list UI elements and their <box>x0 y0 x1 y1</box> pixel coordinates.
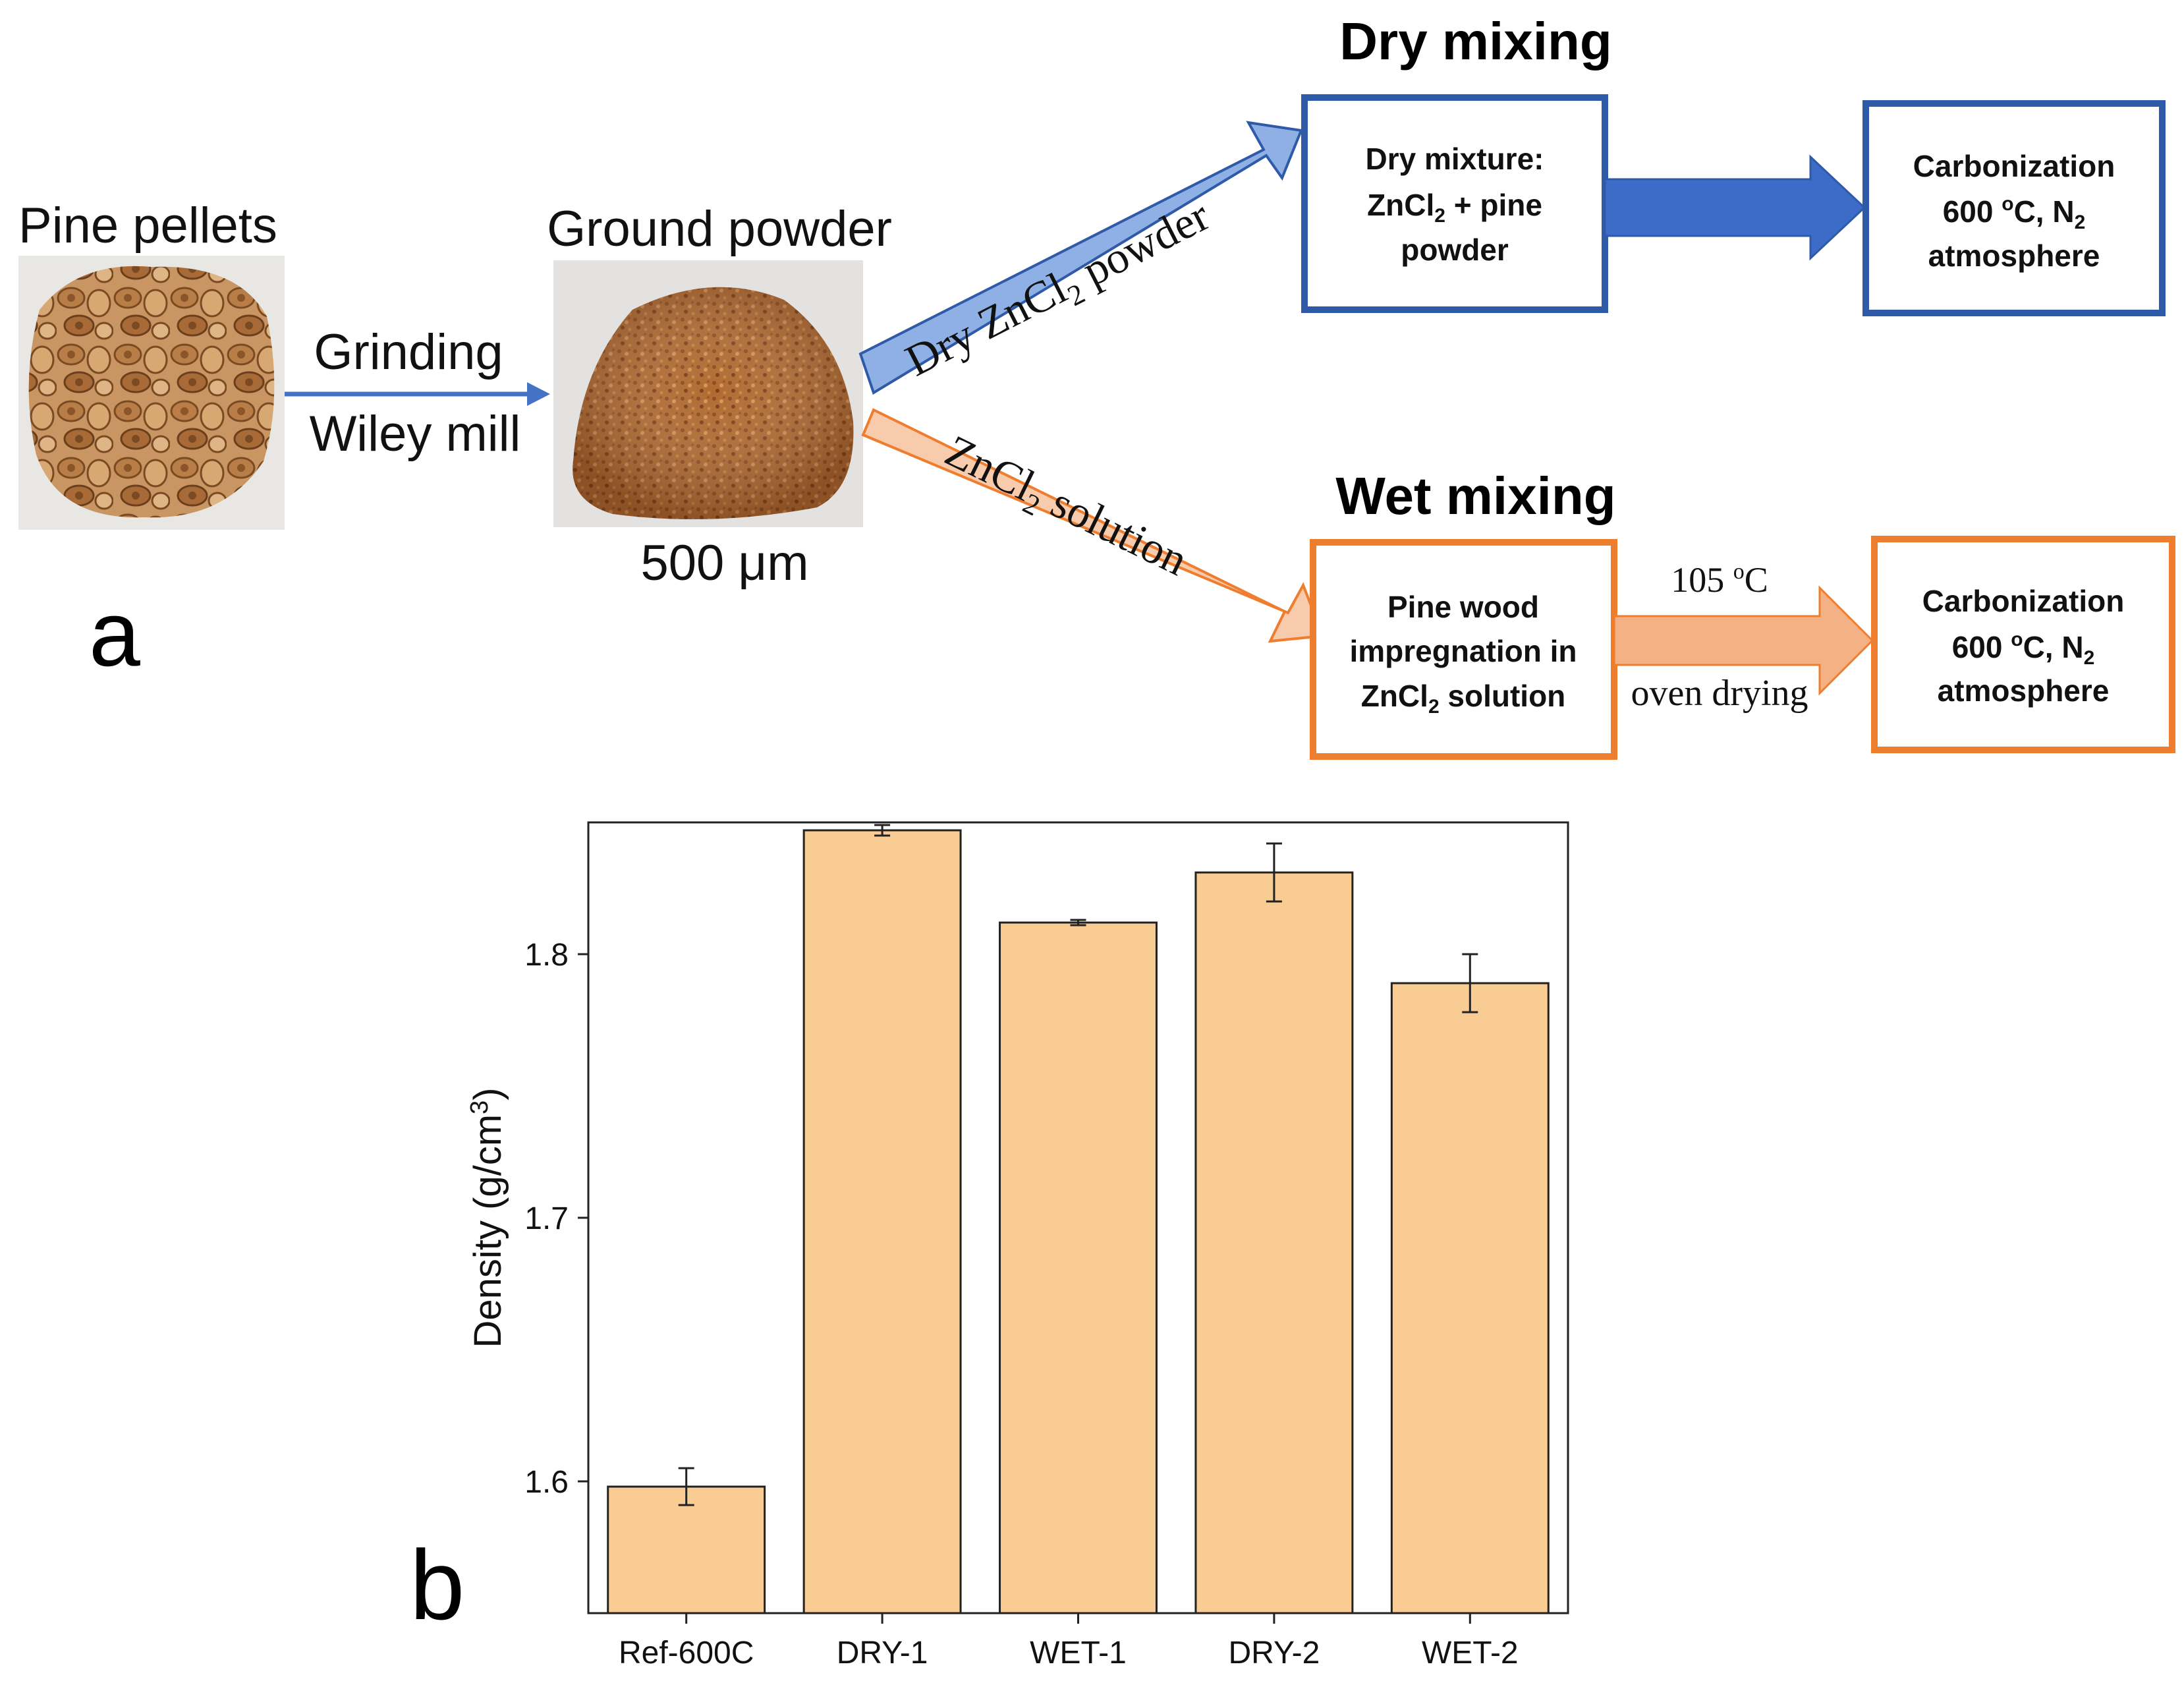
x-axis: Ref-600C DRY-1 WET-1 DRY-2 WET-2 <box>619 1613 1519 1670</box>
dry-mixing-heading: Dry mixing <box>1339 12 1611 71</box>
density-bar-chart: 1.6 1.7 1.8 Ref-600C DRY-1 WET-1 DRY-2 WET-2 D… <box>410 821 1569 1670</box>
svg-text:ZnCl2 + pine: ZnCl2 + pine <box>1367 188 1542 227</box>
dry-carbonization-box: Carbonization 600 oC, N2 atmosphere <box>1862 100 2166 316</box>
pine-pellets-label: Pine pellets <box>18 198 277 254</box>
dry-route-arrow: Dry ZnCl2 powder <box>858 121 1303 395</box>
svg-text:atmosphere: atmosphere <box>1938 673 2110 708</box>
svg-text:powder: powder <box>1401 233 1509 267</box>
svg-text:impregnation in: impregnation in <box>1350 634 1577 668</box>
panel-b-label: b <box>410 1529 464 1640</box>
y-tick-label: 1.6 <box>524 1465 569 1500</box>
x-tick-label-wet-1: WET-1 <box>1030 1636 1127 1670</box>
svg-text:atmosphere: atmosphere <box>1928 239 2100 273</box>
y-tick-label: 1.8 <box>524 938 569 973</box>
error-bar-dry-2 <box>1266 842 1282 903</box>
svg-text:Dry mixture:: Dry mixture: <box>1366 142 1544 176</box>
oven-drying-arrow: 105 oC oven drying <box>1613 559 1874 714</box>
process-diagram: Pine pellets Grinding Wiley mill Ground … <box>18 12 2175 760</box>
svg-text:Carbonization: Carbonization <box>1922 584 2125 618</box>
y-axis: 1.6 1.7 1.8 <box>524 938 588 1500</box>
particle-size-label: 500 μm <box>640 535 808 591</box>
error-bar-wet-1 <box>1070 919 1086 927</box>
bar-wet-1 <box>999 921 1158 1614</box>
x-tick-label-dry-1: DRY-1 <box>837 1636 928 1670</box>
ground-powder-label: Ground powder <box>547 201 892 257</box>
panel-a-label: a <box>89 582 140 685</box>
bar-dry-1 <box>802 829 962 1614</box>
pine-pellets-image <box>18 256 285 530</box>
x-tick-label-ref-600c: Ref-600C <box>619 1636 754 1670</box>
y-tick-label: 1.7 <box>524 1201 569 1236</box>
drying-temperature-label: 105 oC <box>1671 559 1768 600</box>
wet-carbonization-box: Carbonization 600 oC, N2 atmosphere <box>1871 536 2175 753</box>
error-bar-dry-1 <box>874 824 891 837</box>
error-bar-wet-2 <box>1462 953 1478 1013</box>
wet-arrow-label: ZnCl2 solution <box>935 425 1195 590</box>
bar-dry-2 <box>1194 871 1354 1614</box>
x-tick-label-wet-2: WET-2 <box>1422 1636 1519 1670</box>
svg-text:ZnCl2 solution: ZnCl2 solution <box>1361 679 1566 718</box>
y-axis-label: Density (g/cm3) <box>466 1088 509 1348</box>
dry-carbonization-arrow <box>1604 154 1866 261</box>
bars <box>607 824 1550 1614</box>
wet-route-arrow: ZnCl2 solution <box>861 408 1325 643</box>
svg-text:Pine wood: Pine wood <box>1387 590 1539 624</box>
dry-mixture-box: Dry mixture: ZnCl2 + pine powder <box>1301 94 1608 313</box>
svg-text:Carbonization: Carbonization <box>1913 149 2115 183</box>
wiley-mill-label: Wiley mill <box>310 406 521 462</box>
oven-drying-label: oven drying <box>1631 673 1808 714</box>
impregnation-box: Pine wood impregnation in ZnCl2 solution <box>1310 539 1617 760</box>
error-bar-ref-600c <box>678 1467 694 1506</box>
bar-ref-600c <box>607 1485 766 1614</box>
dry-arrow-label: Dry ZnCl2 powder <box>897 190 1219 391</box>
wet-mixing-heading: Wet mixing <box>1335 467 1615 525</box>
x-tick-label-dry-2: DRY-2 <box>1229 1636 1320 1670</box>
svg-text:600 oC, N2: 600 oC, N2 <box>1943 193 2086 233</box>
ground-powder-image <box>553 260 863 527</box>
grinding-label: Grinding <box>314 324 503 380</box>
svg-text:600 oC, N2: 600 oC, N2 <box>1952 629 2095 669</box>
bar-wet-2 <box>1390 982 1550 1614</box>
grinding-arrow <box>285 382 550 406</box>
